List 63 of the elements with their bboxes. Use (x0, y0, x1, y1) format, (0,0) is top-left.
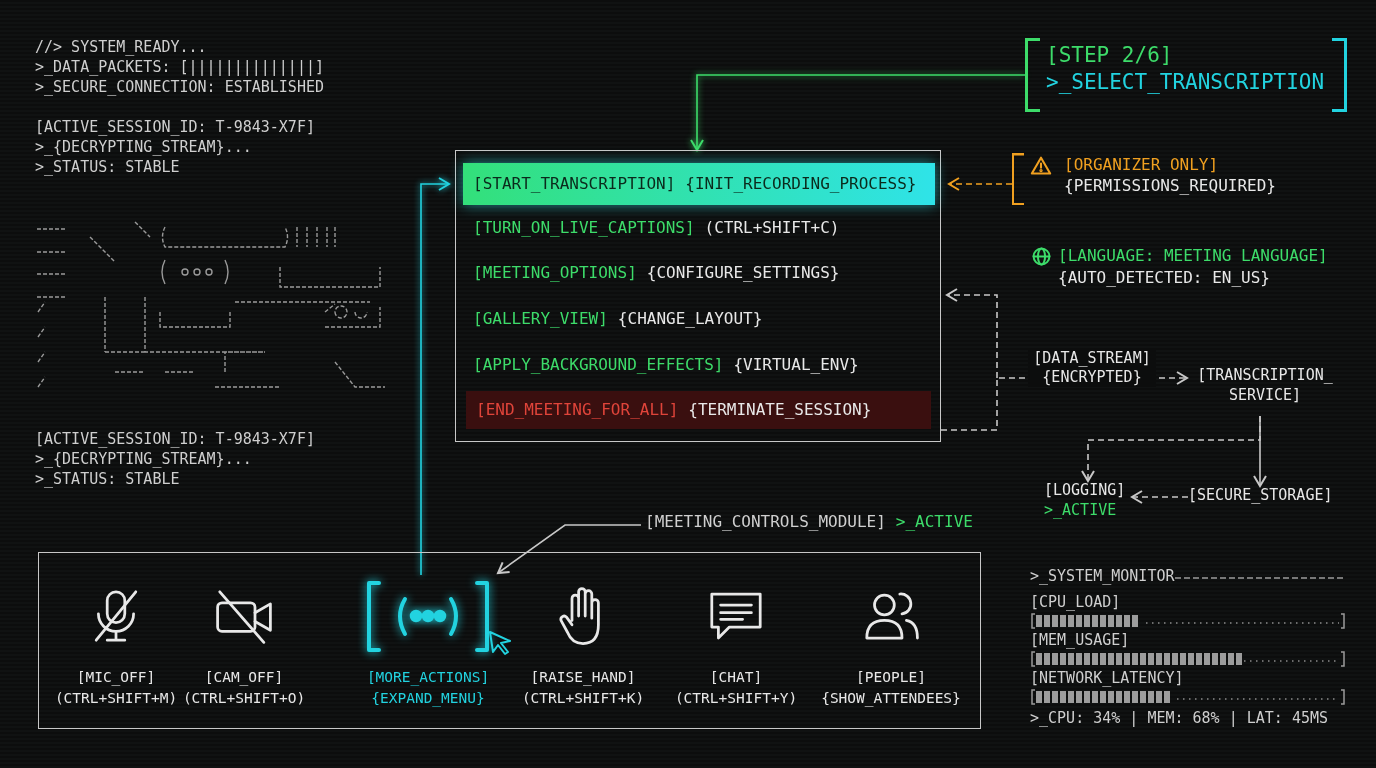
terminal-text: [ACTIVE_SESSION_ID: T-9843-X7F] (35, 430, 315, 448)
edge-label: [DATA_STREAM] {ENCRYPTED} (1028, 349, 1156, 387)
terminal-text: [CPU_LOAD] (1030, 593, 1121, 611)
menu-item-label: [END_MEETING_FOR_ALL] (476, 400, 679, 420)
menu-item-label: [GALLERY_VIEW] (473, 309, 608, 329)
shortcut-text: (CTRL+SHIFT+K) (521, 690, 645, 708)
module-label: [MEETING_CONTROLS_MODULE] (645, 512, 886, 531)
arrow (948, 177, 1013, 191)
control-label: [MIC_OFF] (76, 669, 156, 687)
logging-label: [LOGGING] (1044, 481, 1127, 501)
control-label: [CAM_OFF] (204, 669, 284, 687)
step-callout (1025, 38, 1347, 112)
terminal-text: >_DATA_PACKETS: [||||||||||||||] (35, 58, 324, 76)
terminal-text: >_SYSTEM_MONITOR (1030, 567, 1175, 585)
menu-item-label: [START_TRANSCRIPTION] (473, 174, 676, 194)
menu-item-label: [APPLY_BACKGROUND_EFFECTS] (473, 355, 724, 375)
shortcut-text: (CTRL+SHIFT+M) (54, 690, 178, 708)
permissions-text: {PERMISSIONS_REQUIRED} (1064, 175, 1277, 197)
menu-panel (455, 150, 941, 442)
terminal-text: >_{DECRYPTING_STREAM}... (35, 450, 252, 468)
danger-menu-item (466, 391, 931, 429)
action-text: {TERMINATE_SESSION} (688, 400, 872, 420)
action-text: {VIRTUAL_ENV} (733, 355, 859, 375)
control-label: [MORE_ACTIONS] (366, 669, 490, 687)
control-label: [PEOPLE] (856, 669, 926, 687)
control-label: [RAISE_HAND] (530, 669, 636, 687)
status-text: >_ACTIVE (1044, 500, 1118, 520)
terminal-text: {AUTO_DETECTED: EN_US} (1058, 268, 1270, 288)
shortcut-text: (CTRL+SHIFT+O) (182, 690, 306, 708)
terminal-text: [NETWORK_LATENCY] (1030, 669, 1184, 687)
arrow (1131, 490, 1189, 504)
action-text: (CTRL+SHIFT+C) (704, 218, 840, 238)
terminal-text: >_STATUS: STABLE (35, 158, 180, 176)
arrow (1253, 415, 1267, 487)
arrow (946, 288, 998, 379)
terminal-text: [MEM_USAGE] (1030, 631, 1130, 649)
shortcut-text: {EXPAND_MENU} (371, 690, 485, 708)
terminal-text: //> SYSTEM_READY... (35, 38, 207, 56)
highlighted-menu-item (463, 163, 935, 205)
terminal-text: [ACTIVE_SESSION_ID: T-9843-X7F] (35, 118, 315, 136)
arrow (420, 177, 450, 576)
storage-label: [SECURE_STORAGE] (1188, 486, 1334, 506)
menu-item-label: [TURN_ON_LIVE_CAPTIONS] (473, 218, 695, 238)
shortcut-text: (CTRL+SHIFT+Y) (674, 690, 798, 708)
step-number: [STEP 2/6] (1046, 42, 1174, 69)
terminal-text: >_STATUS: STABLE (35, 470, 180, 488)
service-label: [TRANSCRIPTION_ SERVICE] (1196, 366, 1334, 405)
action-text: {INIT_RECORDING_PROCESS} (685, 174, 917, 194)
warning-title: [ORGANIZER ONLY] (1064, 155, 1220, 176)
arrow (690, 74, 1026, 151)
step-title: >_SELECT_TRANSCRIPTION (1046, 69, 1326, 97)
terminal-text: >_{DECRYPTING_STREAM}... (35, 138, 252, 156)
menu-item-label: [MEETING_OPTIONS] (473, 263, 637, 283)
action-text: {CONFIGURE_SETTINGS} (646, 263, 840, 283)
action-text: {CHANGE_LAYOUT} (617, 309, 763, 329)
toolbar-panel (38, 552, 981, 729)
status-text: >_ACTIVE (895, 512, 973, 531)
terminal-text: >_SECURE_CONNECTION: ESTABLISHED (35, 78, 324, 96)
terminal-text: >_CPU: 34% | MEM: 68% | LAT: 45MS (1030, 709, 1328, 727)
control-label: [CHAT] (709, 669, 763, 687)
terminal-text: [LANGUAGE: MEETING LANGUAGE] (1058, 246, 1328, 266)
arrow (497, 524, 642, 574)
shortcut-text: {SHOW_ATTENDEES} (821, 690, 961, 708)
